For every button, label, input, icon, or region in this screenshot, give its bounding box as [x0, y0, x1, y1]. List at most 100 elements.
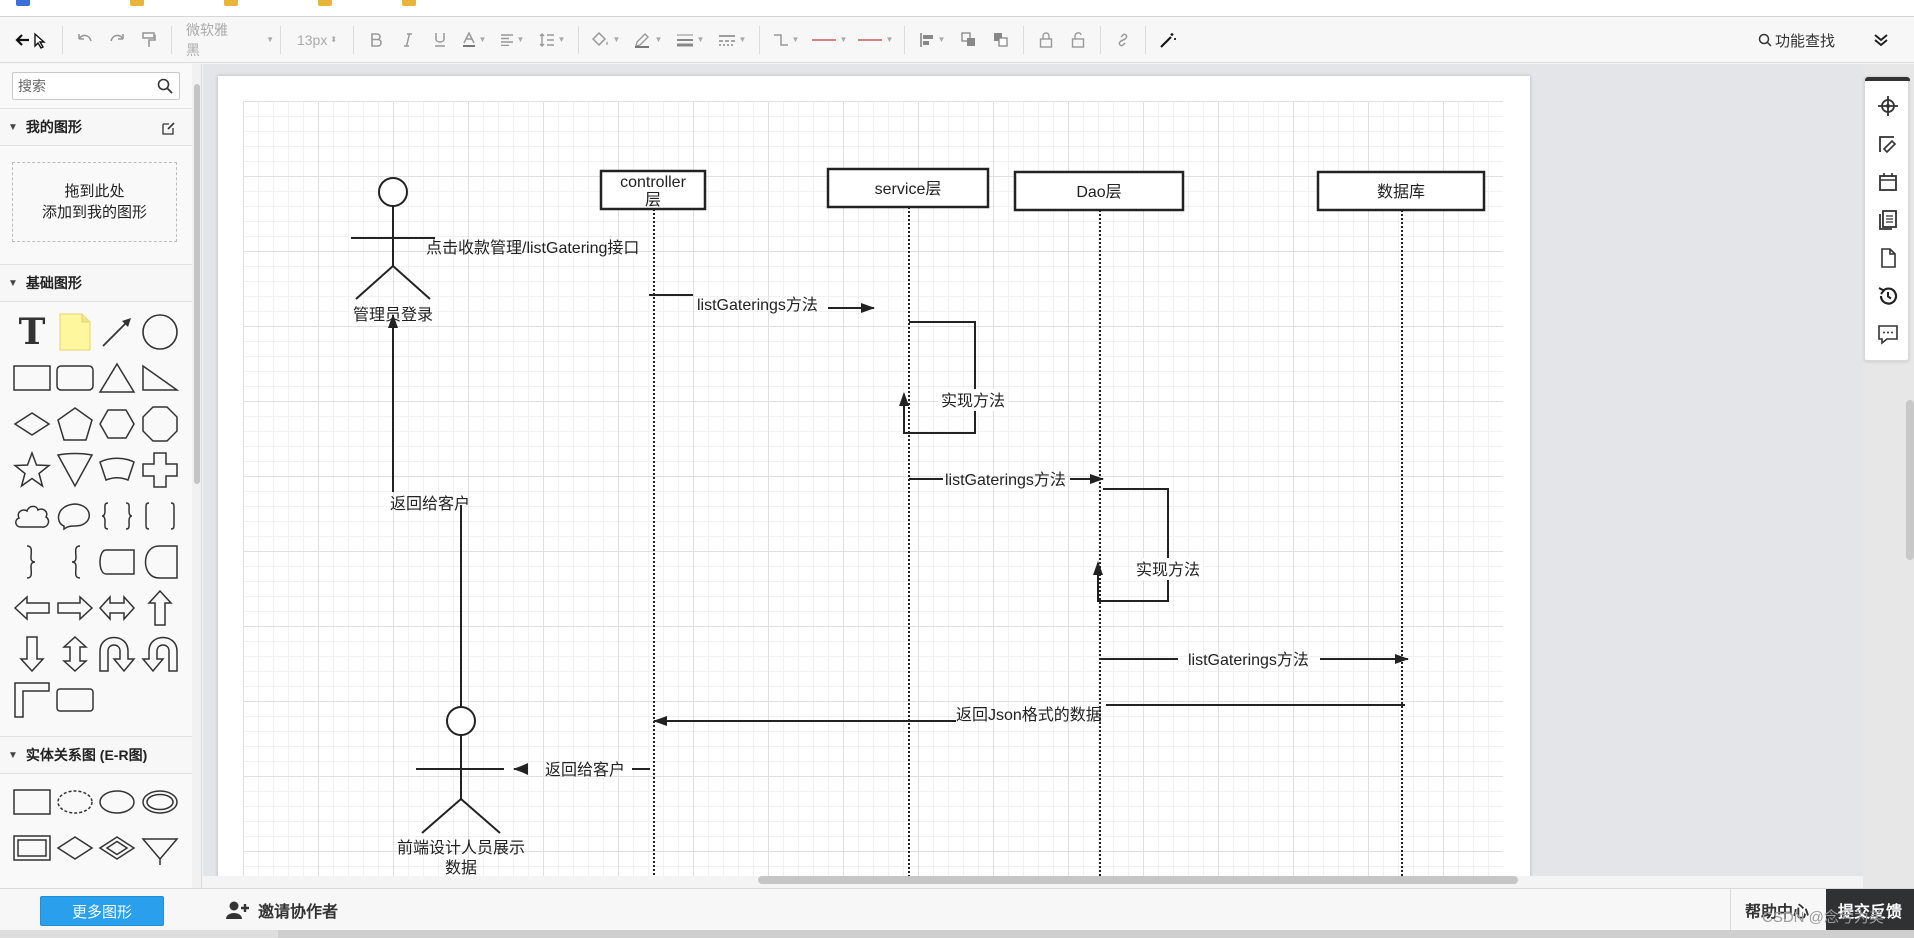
- click-interface-label[interactable]: 点击收款管理/listGatering接口: [426, 239, 639, 257]
- undo-button[interactable]: [69, 17, 101, 63]
- lifeline-controller[interactable]: controller 层: [599, 169, 707, 876]
- shape-cross[interactable]: [140, 450, 180, 490]
- shape-left-brace[interactable]: [55, 542, 95, 582]
- shape-corner[interactable]: [12, 680, 52, 720]
- shape-hexagon[interactable]: [97, 404, 137, 444]
- shape-relationship[interactable]: [55, 828, 95, 868]
- pages-button[interactable]: [1865, 201, 1910, 239]
- my-shapes-header[interactable]: ▼ 我的图形: [0, 108, 192, 146]
- admin-actor[interactable]: 管理员登录: [350, 177, 436, 325]
- style-panel-button[interactable]: [1865, 125, 1910, 163]
- line-spacing-button[interactable]: ▼: [532, 17, 572, 63]
- frontend-actor[interactable]: 前端设计人员展示 数据: [397, 706, 525, 876]
- format-painter-button[interactable]: [133, 17, 165, 63]
- shape-weak-attribute[interactable]: [55, 782, 95, 822]
- shape-speech-bubble[interactable]: [55, 496, 95, 536]
- magic-wand-button[interactable]: [1152, 17, 1184, 63]
- shape-star[interactable]: [12, 450, 52, 490]
- message-dao-to-database[interactable]: listGaterings方法: [1100, 651, 1409, 669]
- collapse-toolbar-button[interactable]: [1866, 17, 1896, 63]
- bold-button[interactable]: [360, 17, 392, 63]
- italic-button[interactable]: [392, 17, 424, 63]
- underline-button[interactable]: [424, 17, 456, 63]
- shape-u-turn-up[interactable]: [140, 634, 180, 674]
- lifeline-dao[interactable]: Dao层: [1013, 170, 1185, 876]
- document-button[interactable]: [1865, 239, 1910, 277]
- shape-cloud[interactable]: [12, 496, 52, 536]
- link-button[interactable]: [1107, 17, 1139, 63]
- unlock-button[interactable]: [1062, 17, 1094, 63]
- shape-u-turn-down[interactable]: [97, 634, 137, 674]
- shape-text[interactable]: T: [12, 311, 52, 353]
- bring-front-button[interactable]: [953, 17, 985, 63]
- shape-small-rounded-rectangle[interactable]: [55, 680, 95, 720]
- more-shapes-button[interactable]: 更多图形: [40, 896, 164, 926]
- lock-button[interactable]: [1030, 17, 1062, 63]
- shape-diamond[interactable]: [12, 404, 52, 444]
- navigator-button[interactable]: [1865, 87, 1910, 125]
- lifeline-database[interactable]: 数据库: [1316, 170, 1486, 876]
- help-center-link[interactable]: 帮助中心: [1730, 889, 1826, 931]
- line-style-button[interactable]: ▼: [711, 17, 753, 63]
- feature-search-button[interactable]: 功能查找: [1758, 17, 1835, 63]
- shape-pentagon[interactable]: [55, 404, 95, 444]
- my-shapes-dropzone[interactable]: 拖到此处 添加到我的图形: [12, 162, 177, 242]
- message-controller-to-service[interactable]: listGaterings方法: [649, 294, 875, 314]
- shape-rectangle[interactable]: [12, 358, 52, 398]
- diagram-page[interactable]: 管理员登录 controller 层 service层 Dao层: [218, 76, 1530, 876]
- message-dao-self[interactable]: 实现方法: [1093, 488, 1203, 602]
- invite-collaborators-button[interactable]: 邀请协作者: [226, 889, 338, 931]
- fill-color-button[interactable]: ▼: [585, 17, 627, 63]
- shape-rounded-rectangle[interactable]: [55, 358, 95, 398]
- shape-arrow-double[interactable]: [97, 588, 137, 628]
- shape-right-triangle[interactable]: [140, 358, 180, 398]
- shape-brackets[interactable]: [140, 496, 180, 536]
- er-shapes-header[interactable]: ▼ 实体关系图 (E-R图): [0, 736, 192, 774]
- font-color-button[interactable]: ▼: [456, 17, 492, 63]
- send-back-button[interactable]: [985, 17, 1017, 63]
- submit-feedback-button[interactable]: 提交反馈: [1826, 889, 1914, 931]
- shape-attribute[interactable]: [97, 782, 137, 822]
- page-settings-button[interactable]: [1865, 163, 1910, 201]
- font-size-stepper[interactable]: 13px⬍: [287, 17, 347, 63]
- lifeline-service[interactable]: service层: [826, 167, 990, 876]
- shape-entity[interactable]: [12, 782, 52, 822]
- text-align-button[interactable]: ▼: [492, 17, 532, 63]
- connector-type-button[interactable]: ▼: [766, 17, 806, 63]
- basic-shapes-header[interactable]: ▼ 基础图形: [0, 264, 192, 302]
- comments-button[interactable]: [1865, 315, 1910, 353]
- shape-triangle[interactable]: [97, 358, 137, 398]
- shape-banner[interactable]: [97, 450, 137, 490]
- edit-icon[interactable]: [162, 121, 176, 135]
- shape-arrow-down[interactable]: [12, 634, 52, 674]
- history-button[interactable]: [1865, 277, 1910, 315]
- shape-storage[interactable]: [97, 542, 137, 582]
- sidebar-scrollbar-thumb[interactable]: [194, 84, 200, 484]
- canvas-area[interactable]: 管理员登录 controller 层 service层 Dao层: [203, 64, 1863, 876]
- shape-arrow-vertical-double[interactable]: [55, 634, 95, 674]
- back-pointer-button[interactable]: [8, 17, 56, 63]
- shape-weak-relationship[interactable]: [97, 828, 137, 868]
- shape-search-input[interactable]: [13, 73, 153, 99]
- message-service-to-dao[interactable]: listGaterings方法: [909, 471, 1104, 489]
- line-end-button[interactable]: ▼: [852, 17, 898, 63]
- shape-braces[interactable]: [97, 496, 137, 536]
- line-width-button[interactable]: ▼: [669, 17, 711, 63]
- canvas-horizontal-scrollbar[interactable]: [758, 876, 1518, 884]
- shape-arrow-right[interactable]: [55, 588, 95, 628]
- align-objects-button[interactable]: ▼: [911, 17, 953, 63]
- shape-arrow-left[interactable]: [12, 588, 52, 628]
- message-return-admin[interactable]: 返回给客户: [388, 314, 470, 706]
- shape-right-brace[interactable]: [12, 542, 52, 582]
- shape-multivalued-attribute[interactable]: [140, 782, 180, 822]
- line-color-button[interactable]: ▼: [627, 17, 669, 63]
- font-family-select[interactable]: 微软雅黑▼: [178, 17, 274, 63]
- shape-funnel[interactable]: [55, 450, 95, 490]
- shape-weak-entity[interactable]: [12, 828, 52, 868]
- shape-note[interactable]: [55, 312, 95, 352]
- shape-delay[interactable]: [140, 542, 180, 582]
- redo-button[interactable]: [101, 17, 133, 63]
- shape-arrow-up[interactable]: [140, 588, 180, 628]
- shape-circle[interactable]: [140, 312, 180, 352]
- shape-isa[interactable]: [140, 828, 180, 868]
